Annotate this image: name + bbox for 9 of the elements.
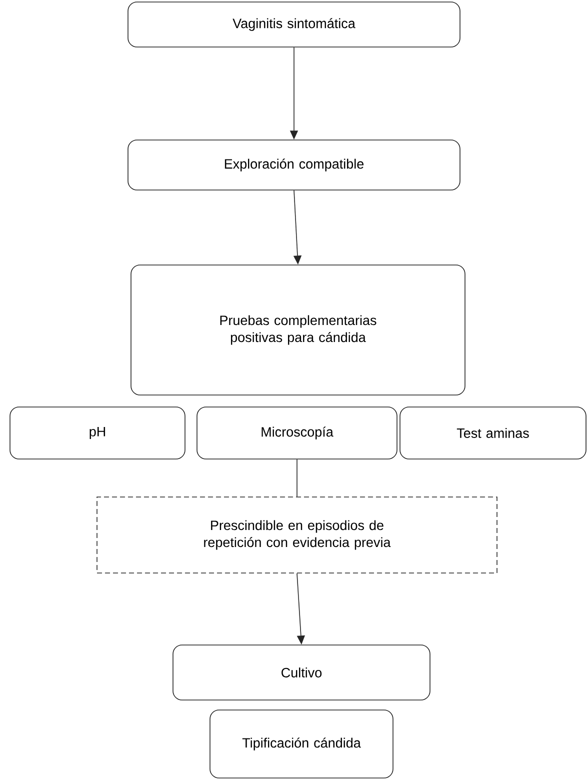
process-box: Exploración compatible: [128, 140, 460, 190]
process-box: Tipificación cándida: [210, 710, 394, 778]
process-box: Vaginitis sintomática: [128, 2, 460, 48]
process-box: pH: [10, 406, 186, 460]
process-box: Test aminas: [400, 406, 586, 460]
process-box: Pruebas complementarias positivas para cándida: [130, 264, 466, 396]
process-box: Cultivo: [172, 644, 430, 700]
process-box: Microscopía: [196, 406, 398, 460]
note-box: Prescindible en episodios de repetición con evidencia previa: [96, 496, 498, 574]
